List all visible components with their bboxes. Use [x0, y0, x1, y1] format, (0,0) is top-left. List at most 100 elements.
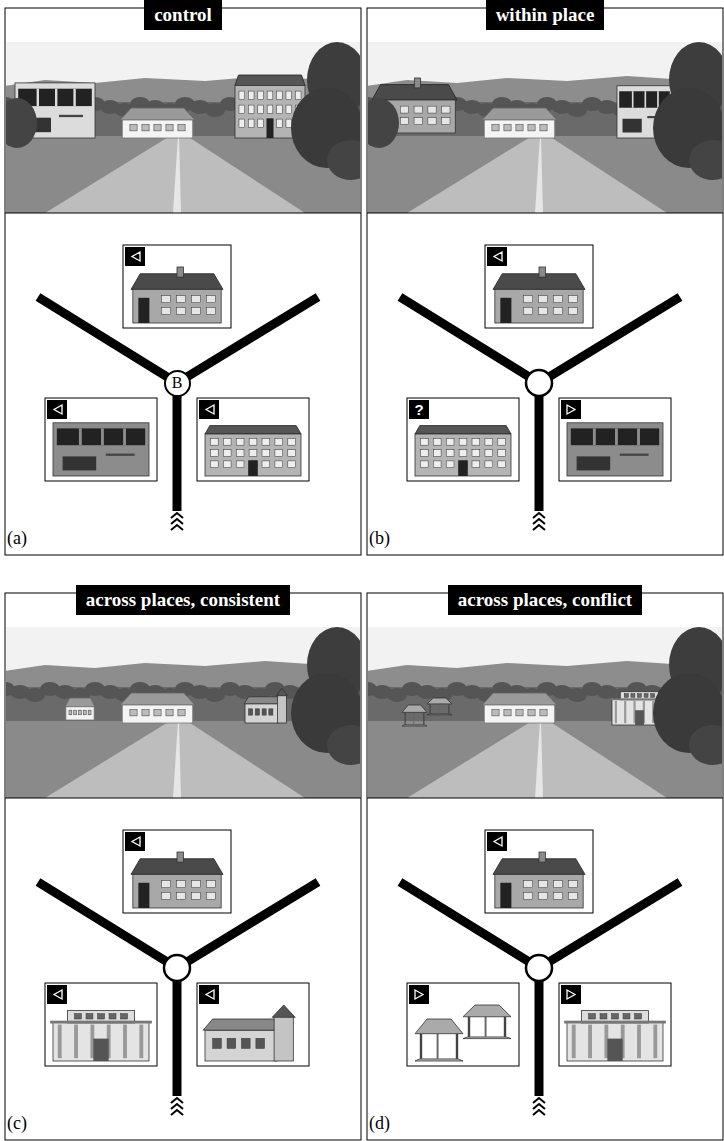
- building-picture: [177, 881, 186, 888]
- building-picture: [86, 1014, 93, 1019]
- junction-map: [173, 383, 182, 511]
- building-picture: [567, 423, 663, 476]
- building-picture: [177, 296, 186, 303]
- building-picture: [624, 701, 626, 723]
- building-picture: [400, 106, 408, 113]
- junction-map: [526, 370, 552, 396]
- building-picture: [516, 125, 523, 131]
- building-picture: [57, 428, 145, 445]
- building-picture: [420, 450, 428, 457]
- building-picture: [288, 438, 296, 445]
- panel: [367, 213, 723, 214]
- junction-map: [535, 383, 544, 511]
- junction-map: [400, 245, 680, 530]
- building-box: [485, 830, 593, 913]
- building-picture: [433, 461, 441, 468]
- building-picture: [433, 438, 441, 445]
- building-picture: [59, 115, 83, 117]
- building-picture: [75, 1014, 82, 1019]
- title-text: across places, conflict: [458, 589, 632, 610]
- building-picture: [154, 710, 161, 716]
- junction-map: [171, 513, 183, 518]
- building-picture: [55, 89, 57, 106]
- street-scene: [327, 725, 360, 765]
- street-scene: [535, 721, 543, 798]
- building-picture: [120, 693, 195, 705]
- building-box: [47, 985, 67, 1004]
- building-picture: [275, 438, 283, 445]
- building-picture: [255, 709, 259, 715]
- building-picture: [446, 461, 454, 468]
- building-box: [485, 830, 593, 913]
- building-picture: [415, 1059, 463, 1061]
- building-box: [45, 398, 157, 481]
- building-box: [409, 985, 429, 1004]
- building-picture: [142, 125, 149, 131]
- building-picture: [420, 1034, 422, 1059]
- panel: [0, 593, 375, 1140]
- building-picture: [472, 438, 480, 445]
- building-picture: [539, 307, 548, 314]
- building-picture: [120, 693, 195, 723]
- building-picture: [191, 296, 200, 303]
- building-picture: [540, 710, 547, 716]
- building-picture: [405, 712, 406, 725]
- building-picture: [433, 450, 441, 457]
- building-picture: [166, 125, 173, 131]
- building-box: [45, 398, 157, 481]
- building-picture: [223, 438, 231, 445]
- junction-map: [533, 513, 545, 518]
- building-picture: [589, 1014, 596, 1019]
- panel: [5, 798, 361, 799]
- building-picture: [568, 307, 577, 314]
- building-picture: [65, 698, 95, 720]
- building-picture: [258, 105, 264, 113]
- building-picture: [79, 710, 82, 715]
- building-picture: [524, 892, 533, 899]
- building-picture: [485, 461, 493, 468]
- building-box: [407, 398, 519, 481]
- building-picture: [567, 423, 663, 476]
- junction-map: [400, 830, 680, 1115]
- building-picture: [504, 125, 511, 131]
- building-picture: [504, 1017, 506, 1037]
- building-picture: [205, 426, 301, 434]
- building-picture: [277, 688, 288, 696]
- building-picture: [427, 698, 452, 704]
- junction-circle: B: [164, 370, 191, 397]
- building-box: [206, 405, 214, 414]
- building-picture: [236, 461, 244, 468]
- building-picture: [139, 1025, 143, 1059]
- building-picture: [415, 78, 421, 88]
- building-picture: [415, 426, 511, 434]
- building-box: [485, 245, 593, 328]
- building-box: [407, 983, 519, 1066]
- panel-title: across places, consistent: [76, 585, 290, 615]
- building-picture: [191, 892, 200, 899]
- building-picture: [74, 1025, 78, 1059]
- building-box: [567, 990, 575, 999]
- street-scene: [173, 721, 181, 798]
- building-picture: [130, 710, 137, 716]
- building-box: [197, 398, 309, 481]
- building-picture: [495, 289, 583, 323]
- building-picture: [482, 108, 557, 120]
- building-picture: [65, 698, 95, 707]
- building-box: [407, 983, 519, 1066]
- building-picture: [121, 1014, 128, 1019]
- panel-letter: (b): [369, 527, 390, 549]
- building-picture: [615, 701, 617, 723]
- building-picture: [79, 428, 82, 445]
- building-box: [561, 400, 581, 419]
- building-picture: [631, 694, 635, 698]
- building-picture: [516, 710, 523, 716]
- building-picture: [572, 1025, 576, 1059]
- street-scene: [45, 136, 305, 213]
- building-picture: [133, 289, 221, 323]
- panel-title: across places, conflict: [448, 585, 642, 615]
- building-box: [132, 252, 140, 261]
- building-picture: [644, 694, 648, 698]
- building-picture: [442, 106, 450, 113]
- building-picture: [428, 118, 436, 125]
- building-picture: [288, 461, 296, 468]
